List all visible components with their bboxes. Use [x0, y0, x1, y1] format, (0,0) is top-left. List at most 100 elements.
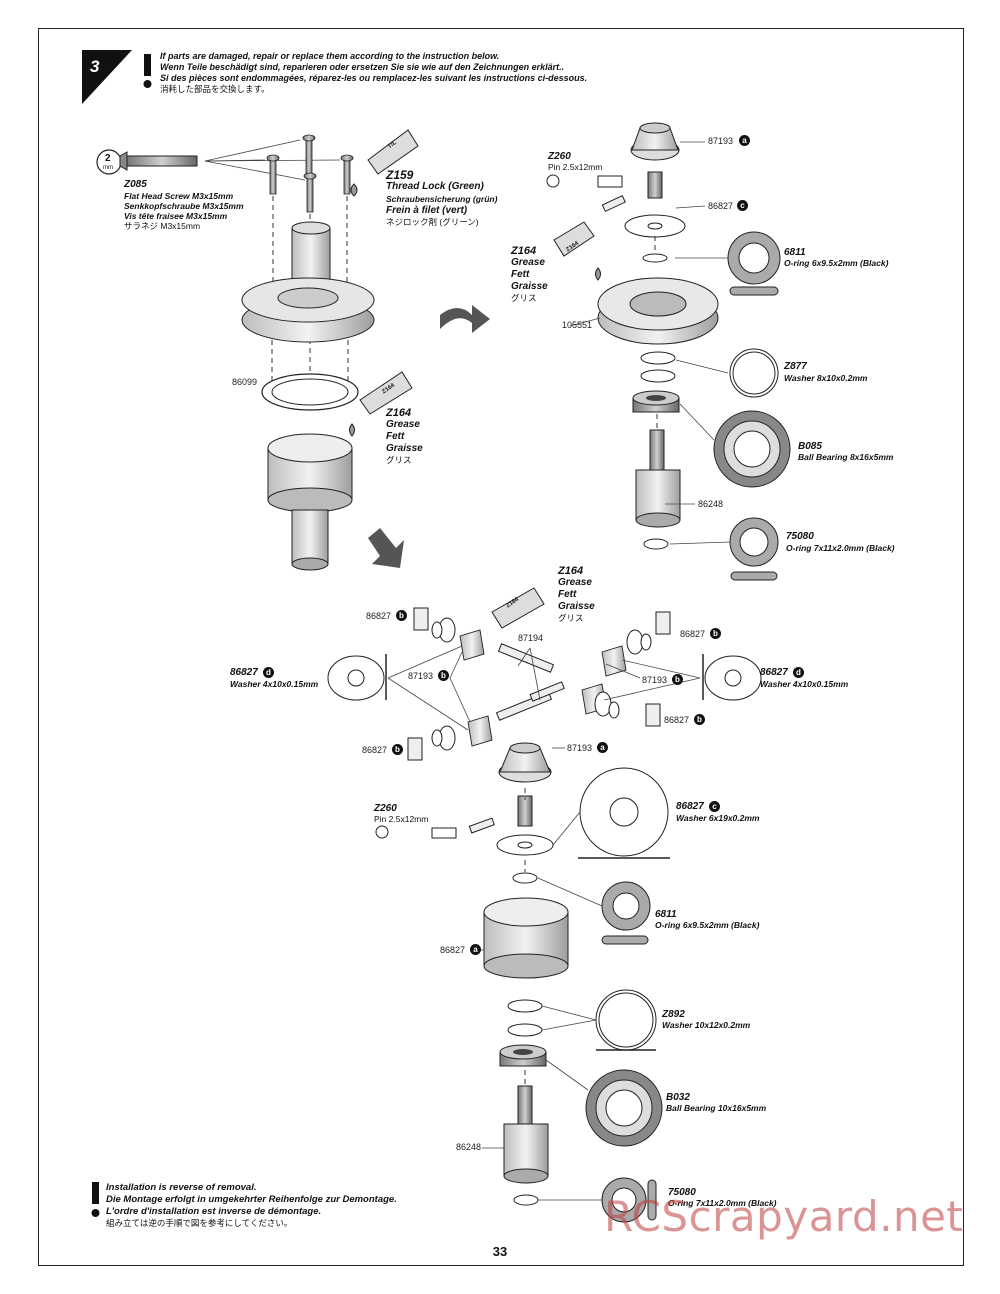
badge-b-left: b: [438, 670, 449, 681]
callout-86248-bottom: 86248: [456, 1142, 482, 1152]
washer-86827c: [496, 834, 554, 856]
bottom-warning-fr: L'ordre d'installation est inverse de dé…: [106, 1206, 322, 1217]
output-cup-top-right: [635, 429, 681, 528]
callout-86248-top: 86248: [698, 499, 724, 509]
part-code-z159: Z159: [386, 168, 414, 182]
grease-jp-b: グリス: [511, 293, 537, 303]
washer-86827d-left: [327, 654, 387, 701]
callout-87193-a-bottom: 87193: [567, 743, 593, 753]
grease-jp-a: グリス: [386, 455, 412, 465]
dash-lines-bottom: [524, 236, 658, 1084]
part-code-75080-b: 75080: [668, 1187, 696, 1198]
pin-bottom: [375, 817, 495, 839]
oring-bottom-top: [643, 538, 669, 550]
bottom-warning-jp: 組み立ては逆の手順で図を参考にしてください。: [106, 1218, 293, 1228]
warning-icon-bottom: [91, 1182, 100, 1217]
bearing-top: [632, 390, 680, 413]
part-code-z164-b: Z164: [511, 245, 537, 257]
part-desc-z877: Washer 8x10x0.2mm: [784, 373, 868, 383]
oring-75080-large: [729, 517, 779, 581]
part-code-75080-a: 75080: [786, 531, 814, 542]
part-code-86827-c: 86827: [676, 801, 704, 812]
washer-86827c-large: [578, 767, 670, 859]
badge-b-right: b: [672, 674, 683, 685]
flow-arrow-down: [368, 528, 404, 568]
part-desc-z085-fr: Vis tête fraisee M3x15mm: [124, 211, 228, 221]
diff-case: [267, 433, 353, 571]
washer-z877-large: [729, 348, 779, 398]
part-code-b032: B032: [666, 1092, 690, 1103]
grease-tube-1: [349, 371, 413, 437]
callout-86827-b-4: 86827: [362, 745, 388, 755]
badge-a: a: [739, 135, 750, 146]
washer-z892-large: [595, 989, 657, 1051]
part-code-b085: B085: [798, 441, 822, 452]
part-desc-86827-c: Washer 6x19x0.2mm: [676, 813, 760, 823]
part-desc-6811-b: O-ring 6x9.5x2mm (Black): [655, 920, 760, 930]
washer-stack-top: [640, 351, 676, 383]
badge-a-bottom: a: [597, 742, 608, 753]
part-desc-75080-a: O-ring 7x11x2.0mm (Black): [786, 543, 895, 553]
part-desc-z260-b: Pin 2.5x12mm: [374, 814, 429, 824]
part-desc-z159-jp: ネジロック剤 (グリーン): [386, 217, 479, 227]
washers-small: [431, 617, 652, 751]
page-number: 33: [492, 1244, 508, 1259]
callout-87193-a-top: 87193: [708, 136, 734, 146]
grease-de-b: Fett: [511, 269, 530, 280]
part-desc-86827-d-right: Washer 4x10x0.15mm: [760, 679, 849, 689]
bearing-b032-large: [585, 1069, 663, 1147]
part-desc-z159-de: Schraubensicherung (grün): [386, 194, 498, 204]
oring-small-bottom: [512, 872, 538, 884]
grease-en-b: Grease: [511, 257, 545, 268]
oring-6811-large: [727, 231, 781, 296]
washers-z892-bottom: [507, 999, 543, 1037]
part-code-z892: Z892: [662, 1009, 685, 1020]
grease-en-a: Grease: [386, 419, 420, 430]
part-desc-z892: Washer 10x12x0.2mm: [662, 1020, 751, 1030]
oring-bottom-bottom: [513, 1194, 539, 1206]
output-cup-bottom: [503, 1085, 549, 1184]
washer-86827d-right: [702, 654, 762, 701]
part-desc-6811-a: O-ring 6x9.5x2mm (Black): [784, 258, 889, 268]
pinion-gear-bottom: [498, 742, 552, 783]
callout-86827-c-top: 86827: [708, 201, 734, 211]
part-desc-z085-en: Flat Head Screw M3x15mm: [124, 191, 234, 201]
part-desc-z159-fr: Frein à filet (vert): [386, 205, 468, 216]
grease-fr-b: Graisse: [511, 281, 548, 292]
part-code-z164-c: Z164: [558, 565, 584, 577]
flow-arrow-right: [440, 305, 490, 333]
callout-86827-a: 86827: [440, 945, 466, 955]
diff-case-bottom: [483, 897, 569, 979]
flat-head-screw: [119, 151, 198, 171]
part-desc-75080-b: O-ring 7x11x2.0mm (Black): [668, 1198, 777, 1208]
callout-86827-b-1: 86827: [366, 611, 392, 621]
page-frame: [38, 28, 964, 1266]
part-desc-z260-a: Pin 2.5x12mm: [548, 162, 603, 172]
warning-de: Wenn Teile beschädigt sind, reparieren o…: [160, 62, 565, 72]
bottom-warning-en: Installation is reverse of removal.: [106, 1182, 257, 1193]
warning-fr: Si des pièces sont endommagées, réparez-…: [160, 73, 588, 83]
spacer-blocks: [407, 607, 671, 761]
part-desc-z085-de: Senkkopfschraube M3x15mm: [124, 201, 244, 211]
pin-top: [546, 174, 626, 213]
gasket-86099: [261, 373, 359, 411]
grease-tube-2: [553, 221, 601, 281]
warning-icon: [143, 54, 152, 88]
callout-86827-b-2: 86827: [680, 629, 706, 639]
tool-size: 2: [105, 153, 111, 164]
callout-87193-b-left: 87193: [408, 671, 434, 681]
pinion-gear-top: [630, 122, 680, 161]
part-code-z877: Z877: [784, 361, 807, 372]
grease-fr-a: Graisse: [386, 443, 423, 454]
warning-jp: 消耗した部品を交換します。: [160, 84, 270, 94]
oring-small-top: [642, 253, 668, 263]
oring-75080-large-bottom: [601, 1177, 657, 1223]
grease-tube-3: [491, 587, 545, 629]
washer-top: [624, 214, 686, 238]
part-code-z260-b: Z260: [374, 803, 397, 814]
watermark: RCScrapyard.net: [604, 1192, 964, 1241]
part-title-z159: Thread Lock (Green): [386, 181, 484, 192]
screws-vertical: [266, 134, 354, 213]
ring-gear: [241, 277, 375, 343]
